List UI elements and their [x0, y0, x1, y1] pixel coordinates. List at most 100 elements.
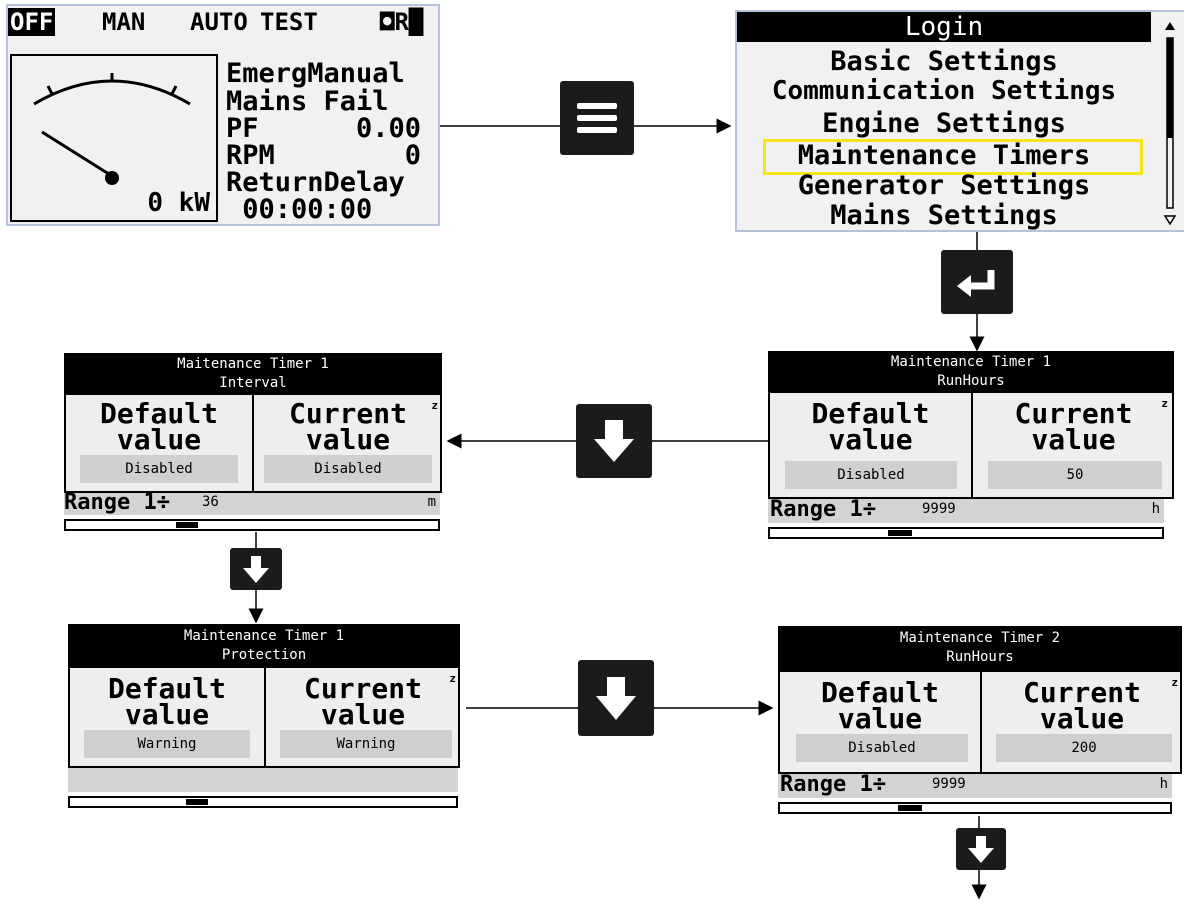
panel-mt1-runhours: Maintenance Timer 1 RunHours Default val…: [768, 351, 1174, 541]
lock-indicator: ◘R█: [380, 8, 424, 36]
mode-test[interactable]: TEST: [260, 8, 318, 36]
default-value: Disabled: [80, 455, 238, 483]
current-value[interactable]: Warning: [280, 730, 452, 758]
range-unit: m: [427, 494, 436, 510]
main-screen: OFF MAN AUTO TEST ◘R█ 0 kW EmergManual M…: [6, 4, 440, 226]
panel-title: Maitenance Timer 1: [177, 356, 329, 372]
default-label: Default: [99, 397, 218, 430]
current-value[interactable]: 200: [996, 734, 1172, 762]
value-slider[interactable]: [768, 527, 1164, 539]
default-value: Disabled: [796, 734, 968, 762]
current-column: Current value 50 z: [971, 393, 1174, 497]
current-label: Current: [288, 397, 407, 430]
status-line-5: ReturnDelay: [226, 167, 405, 198]
hamburger-menu-icon[interactable]: [560, 81, 634, 155]
panel-header: Maintenance Timer 1 RunHours: [768, 351, 1174, 393]
down-arrow-icon[interactable]: [230, 548, 282, 590]
status-line-2: Mains Fail: [226, 86, 389, 117]
value-slider[interactable]: [68, 796, 458, 808]
current-label: Current: [1022, 676, 1141, 709]
panel-header: Maitenance Timer 1 Interval: [64, 353, 442, 395]
menu-scrollbar[interactable]: [1163, 12, 1177, 232]
range-bar: Range 1÷ 36 m: [64, 490, 440, 515]
current-label-2: value: [1039, 702, 1125, 735]
mode-off[interactable]: OFF: [8, 8, 56, 36]
default-column: Default value Disabled: [66, 395, 252, 491]
range-label: Range 1÷: [64, 490, 170, 515]
range-bar: [68, 768, 458, 792]
current-column: Current value 200 z: [980, 672, 1182, 772]
panel-body: Default value Disabled Current value Dis…: [64, 395, 442, 493]
default-label: Default: [811, 397, 930, 430]
default-value: Warning: [84, 730, 250, 758]
value-slider[interactable]: [64, 519, 440, 531]
panel-subtitle: Interval: [219, 375, 287, 391]
panel-subtitle: Protection: [221, 647, 307, 663]
panel-mt1-protection: Maintenance Timer 1 Protection Default v…: [68, 624, 460, 810]
sleep-indicator: z: [1161, 397, 1168, 410]
current-label: Current: [1014, 397, 1133, 430]
range-max: 9999: [932, 776, 966, 792]
default-label: Default: [820, 676, 939, 709]
menu-item-engine-settings[interactable]: Engine Settings: [822, 108, 1066, 139]
panel-subtitle: RunHours: [946, 649, 1014, 665]
rpm-readout: RPM 0: [226, 140, 422, 171]
range-label: Range 1÷: [770, 497, 876, 522]
slider-thumb[interactable]: [898, 805, 922, 811]
menu-item-maintenance-timers[interactable]: Maintenance Timers: [797, 140, 1091, 171]
default-column: Default value Disabled: [780, 672, 980, 772]
panel-body: Default value Warning Current value Warn…: [68, 668, 460, 768]
range-max: 9999: [922, 501, 956, 517]
panel-mt1-interval: Maitenance Timer 1 Interval Default valu…: [64, 353, 442, 533]
enter-return-icon[interactable]: [941, 250, 1013, 314]
mode-auto[interactable]: AUTO: [190, 8, 248, 36]
slider-thumb[interactable]: [186, 799, 208, 805]
current-label-2: value: [305, 423, 391, 456]
current-value[interactable]: Disabled: [264, 455, 432, 483]
range-max: 36: [202, 494, 219, 510]
default-label-2: value: [124, 698, 210, 731]
panel-header: Maintenance Timer 2 RunHours: [778, 626, 1182, 672]
current-column: Current value Warning z: [264, 668, 460, 766]
current-value[interactable]: 50: [988, 461, 1162, 489]
default-column: Default value Warning: [70, 668, 264, 766]
current-column: Current value Disabled z: [252, 395, 442, 491]
panel-mt2-runhours: Maintenance Timer 2 RunHours Default val…: [778, 626, 1182, 816]
slider-thumb[interactable]: [176, 522, 198, 528]
panel-title: Maintenance Timer 1: [890, 354, 1052, 370]
pf-readout: PF 0.00: [226, 113, 422, 144]
power-gauge: 0 kW: [10, 54, 218, 222]
value-slider[interactable]: [778, 802, 1172, 814]
panel-body: Default value Disabled Current value 200…: [778, 672, 1182, 774]
status-line-1: EmergManual: [226, 58, 405, 89]
panel-header: Maintenance Timer 1 Protection: [68, 624, 460, 668]
panel-body: Default value Disabled Current value 50 …: [768, 393, 1174, 499]
mode-man[interactable]: MAN: [102, 8, 146, 36]
menu-screen: Login Basic Settings Communication Setti…: [735, 10, 1184, 232]
range-unit: h: [1151, 501, 1160, 517]
menu-selection-highlight: [763, 139, 1143, 175]
sleep-indicator: z: [431, 399, 438, 412]
current-label-2: value: [320, 698, 406, 731]
menu-item-basic-settings[interactable]: Basic Settings: [830, 46, 1058, 77]
default-label: Default: [107, 672, 226, 705]
down-arrow-icon[interactable]: [956, 828, 1006, 870]
default-column: Default value Disabled: [770, 393, 971, 497]
menu-item-mains-settings[interactable]: Mains Settings: [830, 200, 1058, 231]
power-readout: 0 kW: [147, 188, 210, 218]
panel-subtitle: RunHours: [937, 373, 1005, 389]
slider-thumb[interactable]: [888, 530, 912, 536]
range-label: Range 1÷: [780, 772, 886, 797]
down-arrow-icon[interactable]: [576, 404, 652, 478]
menu-item-communication-settings[interactable]: Communication Settings: [771, 76, 1117, 106]
default-label-2: value: [116, 423, 202, 456]
default-label-2: value: [837, 702, 923, 735]
current-label-2: value: [1031, 423, 1116, 456]
panel-title: Maintenance Timer 2: [899, 630, 1061, 646]
sleep-indicator: z: [449, 672, 456, 685]
menu-item-generator-settings[interactable]: Generator Settings: [797, 170, 1091, 201]
timer-readout: 00:00:00: [226, 194, 373, 225]
default-value: Disabled: [785, 461, 957, 489]
down-arrow-icon[interactable]: [578, 660, 654, 736]
current-label: Current: [303, 672, 422, 705]
